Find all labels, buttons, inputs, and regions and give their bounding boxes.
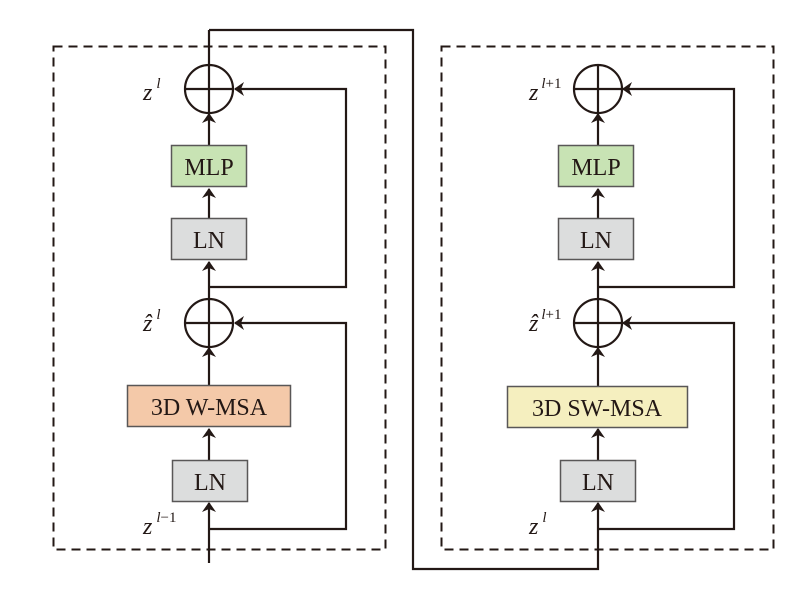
- inter-block-connector: [209, 28, 605, 571]
- ln-bottom-box: [171, 459, 249, 503]
- ln-top-box-2: [557, 217, 635, 261]
- block-2-dashed-outline: [440, 45, 775, 551]
- swmsa-label: 3D SW-MSA: [532, 396, 663, 422]
- ln-bottom-label-2: LN: [582, 470, 614, 496]
- block-1-dashed-outline: [52, 45, 387, 551]
- ln-top-label: LN: [193, 228, 225, 254]
- mlp-box: [170, 144, 248, 188]
- mlp-label: MLP: [184, 155, 233, 181]
- residual-skip-2: [209, 82, 348, 289]
- residual-skip-1: [209, 316, 348, 531]
- swmsa-box: [506, 385, 689, 429]
- ln-bottom-box-2: [559, 459, 637, 503]
- add-node-mid-2: [572, 297, 624, 349]
- ln-top-box: [170, 217, 248, 261]
- mlp-label-2: MLP: [571, 155, 620, 181]
- wmsa-label: 3D W-MSA: [151, 395, 268, 421]
- add-node-top: [183, 30, 235, 115]
- residual-skip-4: [598, 82, 736, 289]
- wmsa-box: [126, 384, 292, 428]
- add-node-mid: [183, 297, 235, 349]
- add-node-top-2: [572, 63, 624, 115]
- ln-top-label-2: LN: [580, 228, 612, 254]
- ln-bottom-label: LN: [194, 470, 226, 496]
- residual-skip-3: [598, 316, 736, 531]
- mlp-box-2: [557, 144, 635, 188]
